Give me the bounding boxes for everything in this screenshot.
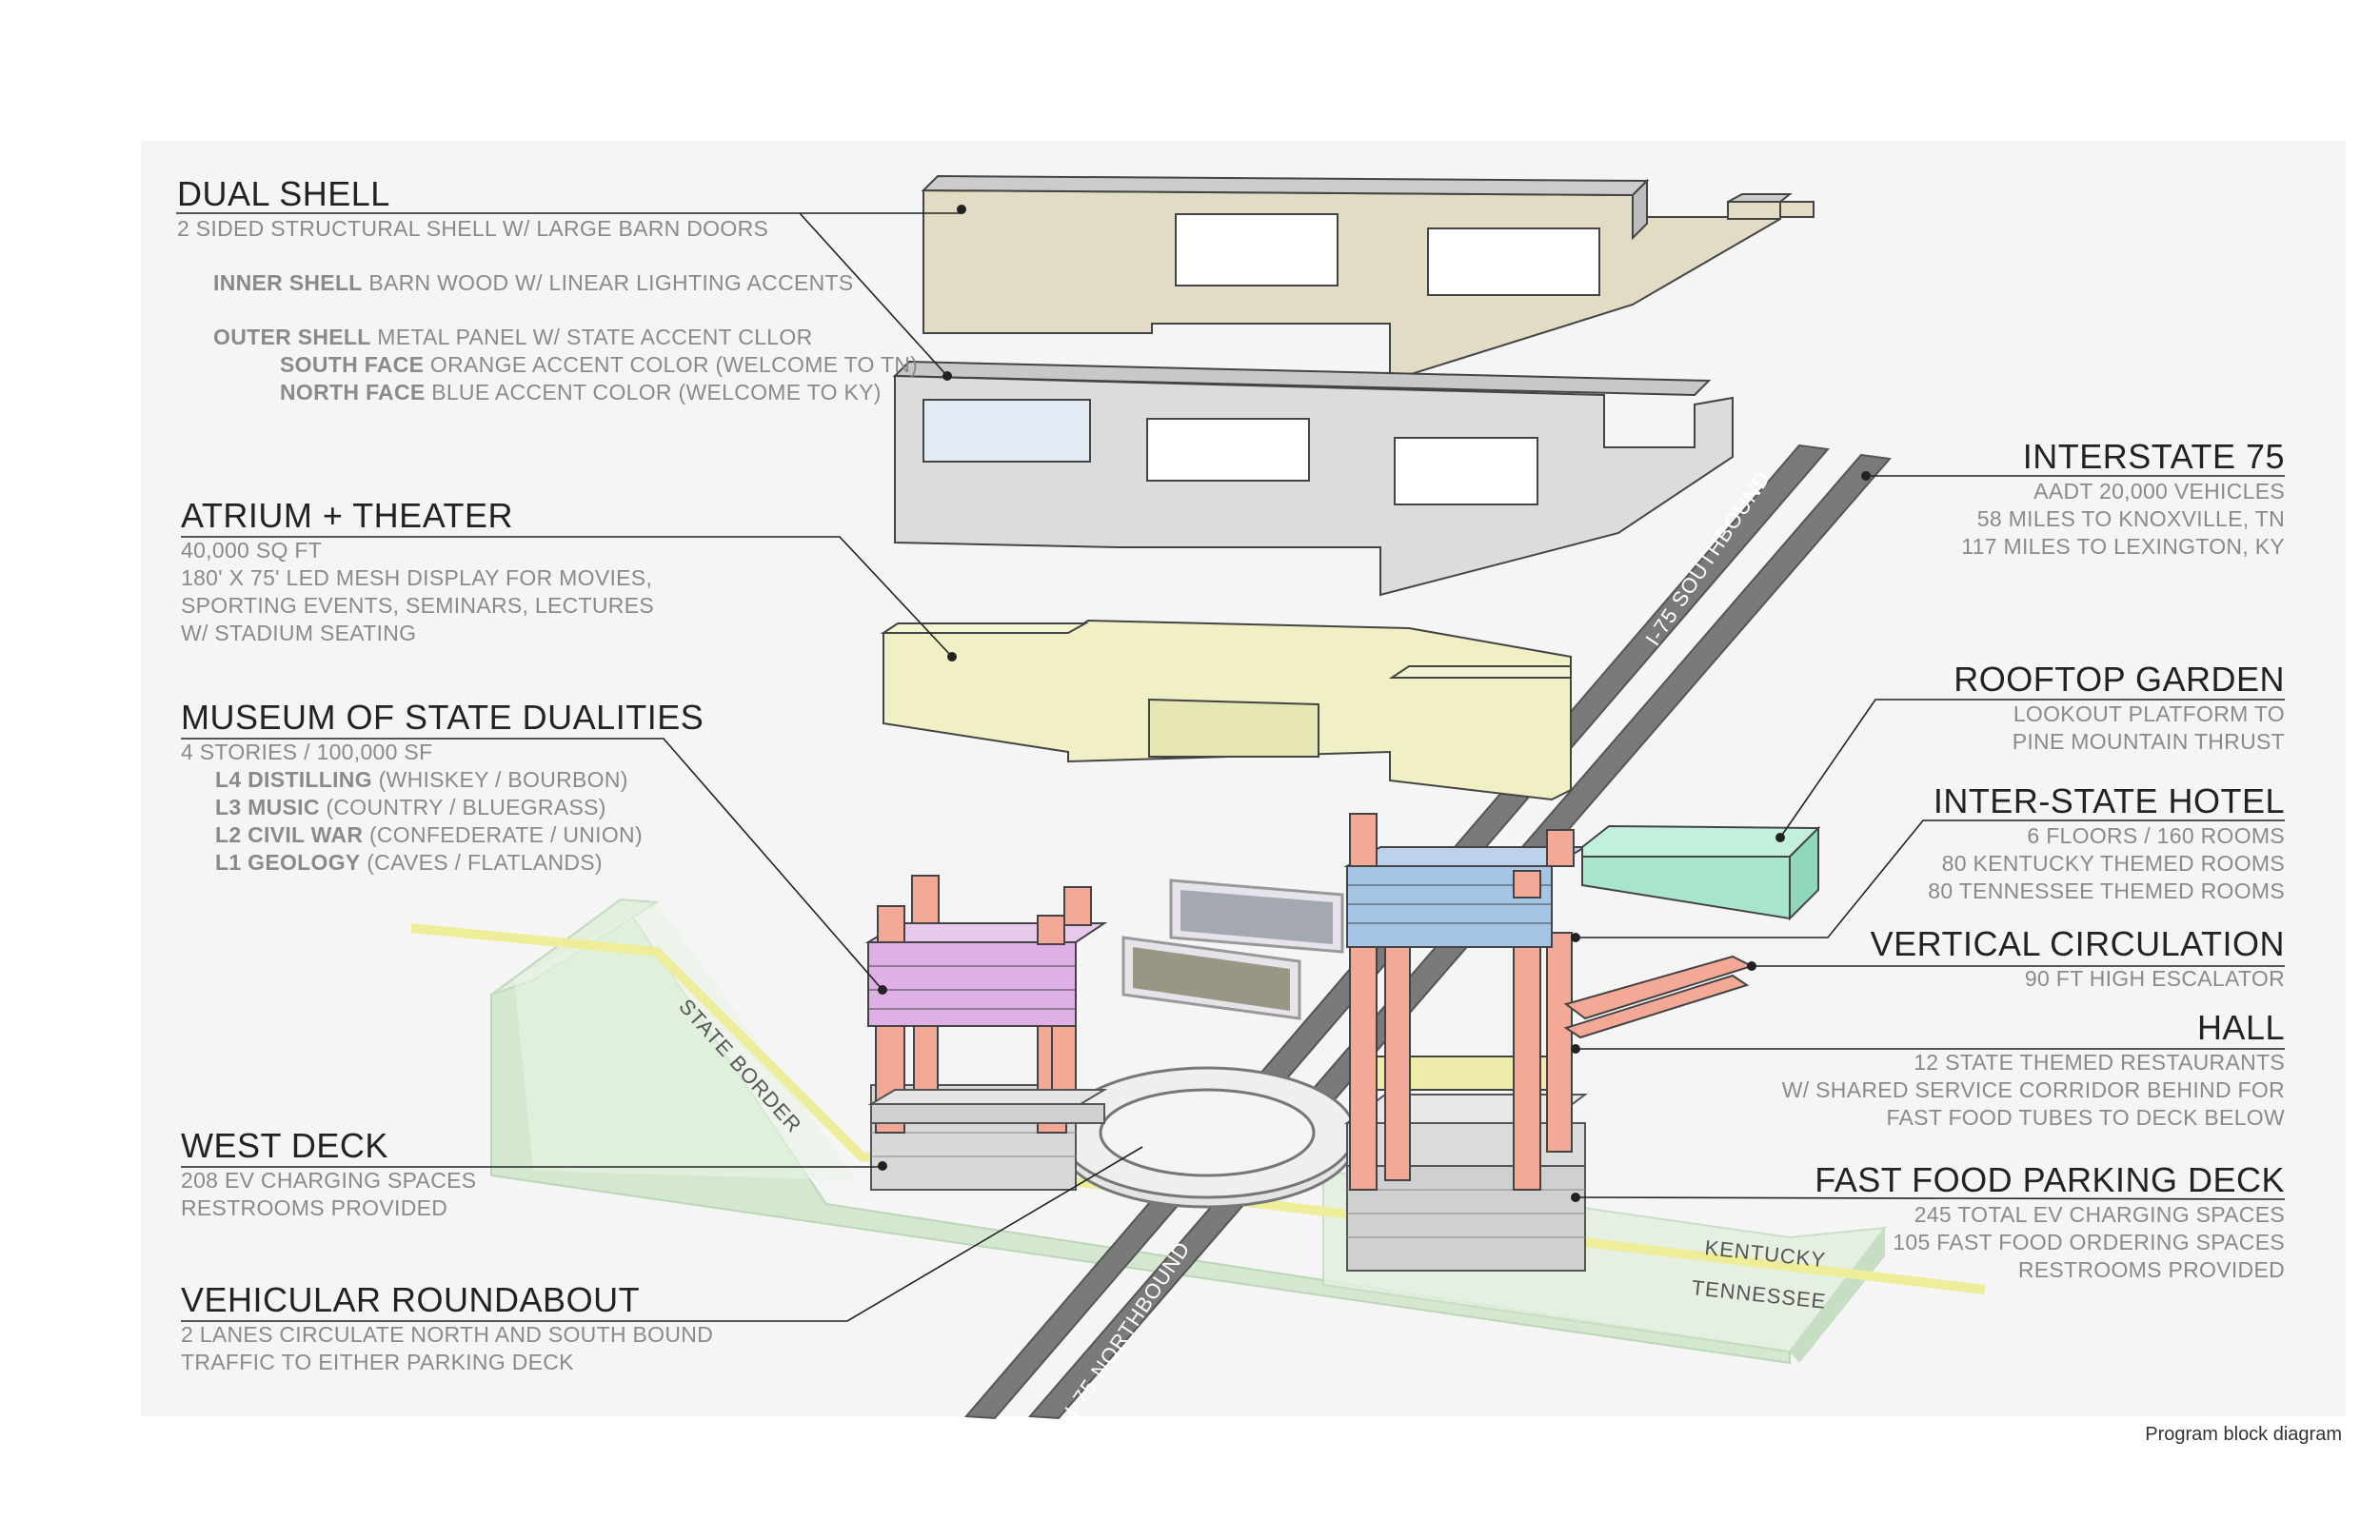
north-face-text: BLUE ACCENT COLOR (WELCOME TO KY) [425,380,882,405]
l4-text: (WHISKEY / BOURBON) [371,767,628,792]
interstate-line: 58 MILES TO KNOXVILLE, TN [1976,506,2285,531]
museum-line1: 4 STORIES / 100,000 SF [181,740,433,764]
hotel-line: 6 FLOORS / 160 ROOMS [2027,823,2285,848]
l1-bold: L1 GEOLOGY [215,850,361,875]
north-face-bold: NORTH FACE [280,380,426,405]
rooftop-label: ROOFTOP GARDEN LOOKOUT PLATFORM TO PINE … [1954,659,2285,756]
hall-line: W/ SHARED SERVICE CORRIDOR BEHIND FOR [1781,1077,2285,1102]
rooftop-line: PINE MOUNTAIN THRUST [2012,729,2285,754]
interstate-title: INTERSTATE 75 [2022,437,2285,476]
leader-lines [176,212,2286,1322]
west-deck-label: WEST DECK 208 EV CHARGING SPACES RESTROO… [181,1125,476,1222]
south-face-text: ORANGE ACCENT COLOR (WELCOME TO TN) [424,352,919,377]
hotel-line: 80 TENNESSEE THEMED ROOMS [1928,879,2285,903]
rooftop-garden-block [1581,824,1821,921]
roundabout-line: 2 LANES CIRCULATE NORTH AND SOUTH BOUND [181,1322,714,1347]
circulation-label: VERTICAL CIRCULATION 90 FT HIGH ESCALATO… [1871,923,2285,993]
dual-shell-line1: 2 SIDED STRUCTURAL SHELL W/ LARGE BARN D… [177,216,769,241]
outer-shell-text: METAL PANEL W/ STATE ACCENT CLLOR [370,325,813,349]
museum-label: MUSEUM OF STATE DUALITIES 4 STORIES / 10… [181,697,704,877]
south-face-bold: SOUTH FACE [280,352,425,377]
hotel-line: 80 KENTUCKY THEMED ROOMS [1941,851,2285,876]
hall-label: HALL 12 STATE THEMED RESTAURANTS W/ SHAR… [1782,1007,2285,1132]
atrium-line: SPORTING EVENTS, SEMINARS, LECTURES [181,593,655,618]
l3-text: (COUNTRY / BLUEGRASS) [319,795,606,819]
ff-deck-title: FAST FOOD PARKING DECK [1815,1160,2285,1199]
l3-bold: L3 MUSIC [215,795,320,819]
circulation-title: VERTICAL CIRCULATION [1870,924,2285,963]
l2-bold: L2 CIVIL WAR [215,822,364,847]
roundabout-label: VEHICULAR ROUNDABOUT 2 LANES CIRCULATE N… [181,1279,713,1376]
museum-tower [864,875,1108,1191]
hotel-label: INTER-STATE HOTEL 6 FLOORS / 160 ROOMS 8… [1928,780,2285,905]
ff-deck-label: FAST FOOD PARKING DECK 245 TOTAL EV CHAR… [1815,1159,2285,1284]
hotel-tower [1343,813,1756,1272]
interstate-line: AADT 20,000 VEHICLES [2033,479,2285,503]
circulation-line: 90 FT HIGH ESCALATOR [2024,966,2285,991]
ff-deck-line: RESTROOMS PROVIDED [2017,1257,2285,1282]
ff-deck-line: 245 TOTAL EV CHARGING SPACES [1914,1202,2285,1227]
l2-text: (CONFEDERATE / UNION) [363,822,643,847]
photo-panels [1121,879,1344,1020]
atrium-line: 180' X 75' LED MESH DISPLAY FOR MOVIES, [181,565,653,590]
rooftop-title: ROOFTOP GARDEN [1954,660,2285,699]
atrium-title: ATRIUM + THEATER [181,496,514,535]
west-deck-line: 208 EV CHARGING SPACES [181,1168,477,1193]
atrium-line: 40,000 SQ FT [181,538,323,563]
west-deck-title: WEST DECK [181,1126,388,1165]
inner-shell [921,174,1815,383]
inner-shell-text: BARN WOOD W/ LINEAR LIGHTING ACCENTS [362,270,854,295]
hall-line: 12 STATE THEMED RESTAURANTS [1914,1050,2285,1075]
interstate-line: 117 MILES TO LEXINGTON, KY [1961,534,2285,559]
outer-shell [892,360,1734,597]
hall-title: HALL [2196,1008,2285,1047]
inner-shell-bold: INNER SHELL [213,270,363,295]
rooftop-line: LOOKOUT PLATFORM TO [2013,701,2285,726]
dual-shell-title: DUAL SHELL [177,174,390,213]
hall-line: FAST FOOD TUBES TO DECK BELOW [1886,1105,2285,1130]
figure-caption: Program block diagram [2145,1424,2342,1445]
atrium-line: W/ STADIUM SEATING [181,621,417,645]
l4-bold: L4 DISTILLING [215,767,372,792]
dual-shell-label: DUAL SHELL 2 SIDED STRUCTURAL SHELL W/ L… [177,173,918,406]
roundabout [1047,1066,1357,1209]
ff-deck-line: 105 FAST FOOD ORDERING SPACES [1893,1230,2285,1254]
interstate-label: INTERSTATE 75 AADT 20,000 VEHICLES 58 MI… [1961,436,2285,561]
atrium-block [880,619,1572,801]
interstate-pointer [1861,471,1871,481]
outer-shell-bold: OUTER SHELL [213,325,371,349]
hotel-title: INTER-STATE HOTEL [1933,781,2285,820]
atrium-label: ATRIUM + THEATER 40,000 SQ FT 180' X 75'… [181,495,654,647]
l1-text: (CAVES / FLATLANDS) [360,850,603,875]
west-deck-line: RESTROOMS PROVIDED [181,1195,448,1220]
museum-title: MUSEUM OF STATE DUALITIES [181,698,704,737]
roundabout-line: TRAFFIC TO EITHER PARKING DECK [181,1350,574,1374]
roundabout-title: VEHICULAR ROUNDABOUT [181,1280,641,1319]
